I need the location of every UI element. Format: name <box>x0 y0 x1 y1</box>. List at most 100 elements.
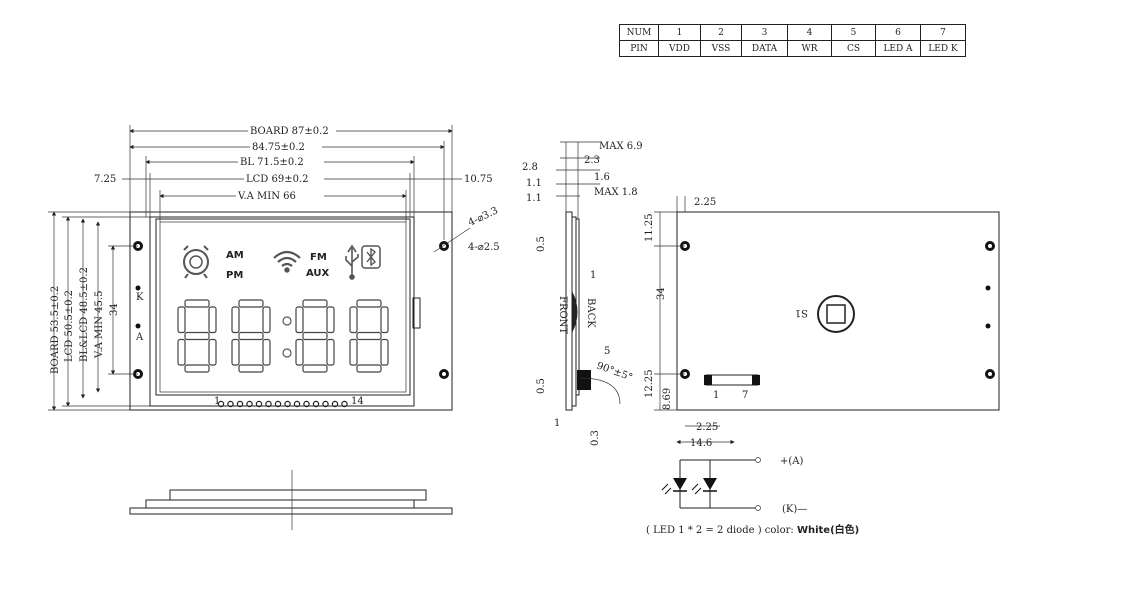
connector-pin-last-label: 14 <box>351 396 364 407</box>
connector-pin <box>217 400 225 408</box>
digit-segment <box>356 331 382 341</box>
back-connector <box>705 374 759 386</box>
dim-max-1-8: MAX 1.8 <box>594 187 638 198</box>
digit-segment <box>208 306 217 334</box>
digit-segment <box>356 364 382 373</box>
digit-segment <box>380 306 389 334</box>
dim-11-25: 11.25 <box>644 213 655 242</box>
pin-dot <box>985 285 991 291</box>
digit-segment <box>231 306 240 334</box>
front-label: FRONT <box>557 296 568 334</box>
connector-pin-first-label: 1 <box>214 396 220 407</box>
pin-table-cell: WR <box>787 40 832 57</box>
lcd-outline <box>149 216 415 407</box>
digit-segment <box>238 364 264 373</box>
mounting-hole-icon <box>985 241 995 251</box>
dim-8-69: 8.69 <box>662 388 673 410</box>
dim-1-bottom: 1 <box>554 418 560 429</box>
digit-segment <box>238 299 264 308</box>
dim-bl-width: BL 71.5±0.2 <box>240 157 304 168</box>
digit-segment <box>184 331 210 341</box>
digit-segment <box>238 331 264 341</box>
dim-0-5-top: 0.5 <box>536 236 547 252</box>
digit-segment <box>326 306 335 334</box>
dim-left-offset: 7.25 <box>94 174 116 185</box>
connector-pin <box>293 400 301 408</box>
dim-0-3: 0.3 <box>590 430 601 446</box>
dim-2-25-top: 2.25 <box>694 197 716 208</box>
backlight-outline <box>155 218 411 396</box>
dim-1-1-a: 1.1 <box>526 178 542 189</box>
mounting-hole-icon <box>985 369 995 379</box>
connector-pin <box>322 400 329 408</box>
bottom-profile-view <box>129 470 453 530</box>
digit-segment <box>177 338 186 366</box>
dim-34: 34 <box>656 287 667 300</box>
dim-max-thickness: MAX 6.9 <box>599 141 643 152</box>
led-note-prefix: ( LED 1 * 2 = 2 diode ) color: <box>646 525 797 536</box>
hole-large-label: 4-⌀3.3 <box>467 205 500 228</box>
front-view: K A AM PM FM AUX <box>48 124 500 411</box>
led-note-color: White(白色) <box>797 523 859 536</box>
dim-hole-pitch: 34 <box>109 303 120 316</box>
digit-segment <box>295 338 304 366</box>
led-note: ( LED 1 * 2 = 2 diode ) color: White(白色) <box>646 523 859 536</box>
pin-table-row-pin: PIN VDD VSS DATA WR CS LED A LED K <box>619 40 966 57</box>
aux-label: AUX <box>306 268 330 279</box>
led-circuit: +(A) (K)— ( LED 1 * 2 = 2 diode ) color:… <box>646 456 859 536</box>
cathode-terminal <box>755 505 761 511</box>
digit-segment <box>262 306 271 334</box>
pin-table-row-num: NUM 1 2 3 4 5 6 7 <box>619 24 966 41</box>
connector-pin <box>236 400 244 408</box>
digit-segment <box>231 338 240 366</box>
pin-a-label: A <box>135 332 144 343</box>
seven-segment-display <box>177 299 389 373</box>
digit <box>231 299 271 373</box>
connector-pin <box>265 400 272 408</box>
am-label: AM <box>226 250 244 261</box>
dim-va-height: V.A MIN 45.5 <box>94 291 105 359</box>
digit-segment <box>177 306 186 334</box>
board-outline <box>129 211 453 411</box>
digit-segment <box>380 338 389 366</box>
digit-segment <box>184 299 210 308</box>
digit-segment <box>349 306 358 334</box>
colon-dot <box>282 348 292 358</box>
digit-segment <box>356 299 382 308</box>
dim-2-3: 2.3 <box>584 155 600 166</box>
hole-small-label: 4-⌀2.5 <box>468 242 500 253</box>
s1-button-icon <box>817 295 855 333</box>
digit-segment <box>262 338 271 366</box>
dim-0-5-bottom: 0.5 <box>536 378 547 394</box>
pin-k-label: K <box>136 292 144 303</box>
dim-5: 5 <box>604 346 610 357</box>
led-diode-icon <box>691 478 717 495</box>
dim-2-25-bottom: 2.25 <box>696 422 718 433</box>
digit-segment <box>302 364 328 373</box>
pin-dot <box>985 323 991 329</box>
dim-1-1-b: 1.1 <box>526 193 542 204</box>
cathode-label: (K)— <box>782 504 807 515</box>
connector-pin <box>227 400 234 408</box>
dim-2-8: 2.8 <box>522 162 538 173</box>
back-board-outline <box>676 211 1000 411</box>
dim-right-offset: 10.75 <box>464 174 493 185</box>
digit-segment <box>295 306 304 334</box>
pin-table-cell: LED K <box>920 40 966 57</box>
dim-va-width: V.A MIN 66 <box>237 191 296 202</box>
digit-segment <box>184 364 210 373</box>
led-diode-icon <box>661 478 687 495</box>
connector-pin <box>246 400 253 408</box>
dim-lcd-height: LCD 50.5±0.2 <box>64 290 75 362</box>
mounting-hole-icon <box>439 241 449 251</box>
connector-pin <box>274 400 282 408</box>
usb-icon <box>345 244 359 280</box>
dim-bl-lcd-height: BL&LCD 48.5±0.2 <box>79 267 90 362</box>
dim-14-6: 14.6 <box>690 438 712 449</box>
digit <box>295 299 335 373</box>
s1-label: S1 <box>795 307 808 318</box>
digit-segment <box>349 338 358 366</box>
connector-pin-last-label: 7 <box>742 390 748 401</box>
connector-pins <box>217 400 348 408</box>
